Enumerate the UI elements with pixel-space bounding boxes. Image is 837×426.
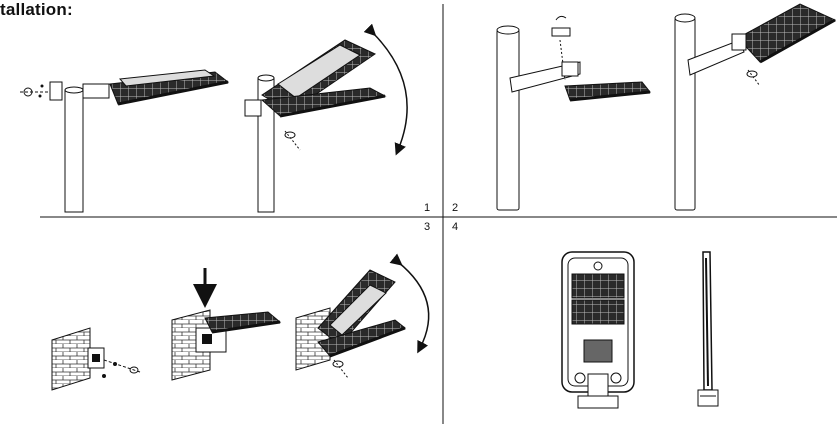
screw-icon — [746, 70, 758, 78]
street-lamp-mounted — [737, 3, 837, 63]
rotation-arrow-icon — [389, 253, 430, 354]
pole — [64, 89, 84, 213]
quadrant-label-2: 2 — [452, 202, 459, 214]
pole — [496, 29, 520, 211]
step-3-wall-mount — [51, 253, 430, 391]
quadrant-label-4: 4 — [452, 221, 459, 233]
brick-wall — [51, 327, 91, 391]
solar-panel — [571, 273, 625, 299]
screw-icon — [129, 366, 139, 374]
quadrant-label-1: 1 — [424, 202, 431, 214]
screw-icon — [284, 131, 296, 139]
step-2-arm-mount — [496, 3, 837, 211]
brick-wall — [295, 307, 331, 371]
step-1-pole-mount — [20, 23, 408, 213]
quadrant-label-3: 3 — [424, 221, 431, 233]
solar-panel — [571, 299, 625, 325]
section-title: tallation: — [0, 0, 73, 19]
step-4-lamp-views — [561, 251, 719, 409]
pole — [674, 17, 696, 211]
rotation-arrow-icon — [363, 23, 408, 156]
screw-icon — [23, 87, 33, 97]
sensor-icon — [593, 261, 603, 271]
pole-arm — [687, 39, 745, 76]
screw-icon — [332, 360, 344, 368]
mounting-bracket — [49, 81, 63, 101]
